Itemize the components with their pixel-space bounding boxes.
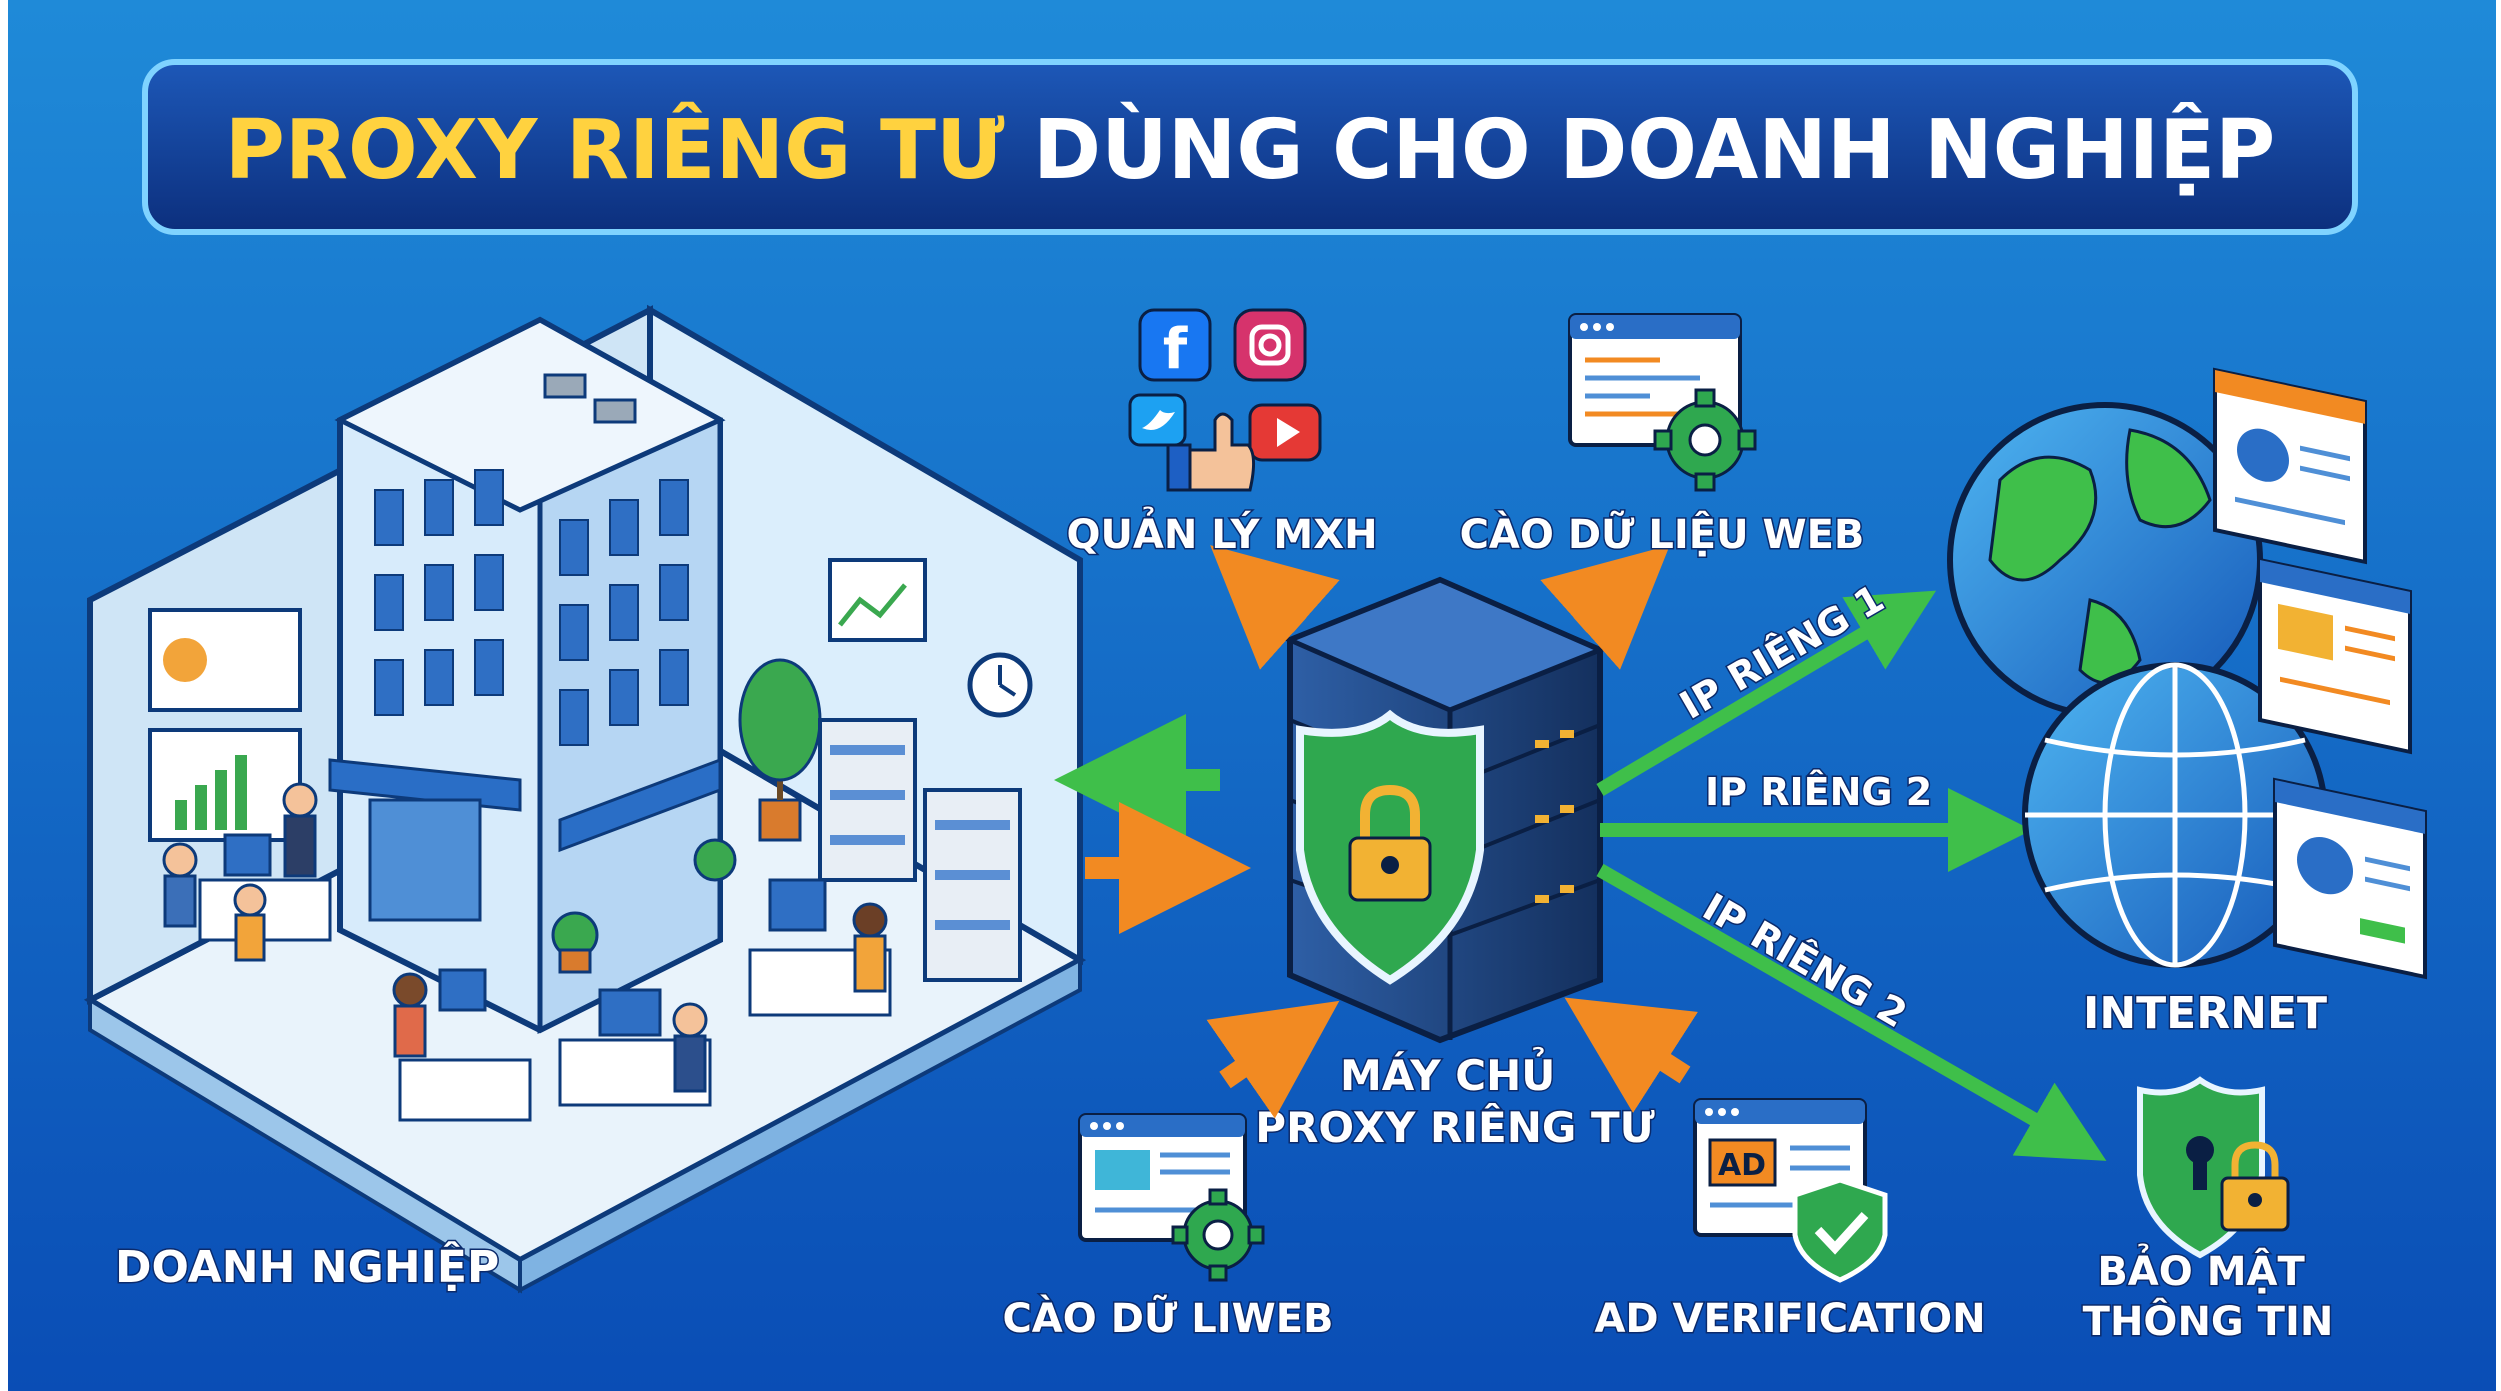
ad-badge-label: AD — [1718, 1148, 1766, 1183]
security-shield-icon — [2137, 1076, 2290, 1259]
label-business: DOANH NGHIỆP — [115, 1240, 499, 1293]
label-ad-verification: AD VERIFICATION — [1594, 1296, 1985, 1342]
scrape-top-browser — [1568, 313, 1757, 492]
instagram-icon — [1233, 308, 1307, 382]
gear-icon — [1653, 388, 1757, 492]
ad-badge — [1708, 1138, 1777, 1187]
label-ip-2: IP RIÊNG 2 — [1705, 770, 1932, 814]
title-banner: PROXY RIÊNG TƯ DÙNG CHO DOANH NGHIỆP — [142, 59, 2358, 235]
globe-icon — [2022, 662, 2328, 968]
browser-window-icon — [2213, 367, 2367, 565]
label-social: QUẢN LÝ MXH — [1066, 505, 1377, 558]
check-badge-icon — [1792, 1177, 1888, 1283]
label-internet: INTERNET — [2083, 988, 2327, 1039]
shield-lock-icon — [1296, 709, 1484, 985]
arrow-ip-1 — [1596, 590, 1937, 797]
thumbs-up-icon — [1166, 412, 1255, 492]
facebook-icon — [1138, 308, 1212, 382]
page-title: PROXY RIÊNG TƯ DÙNG CHO DOANH NGHIỆP — [225, 101, 2276, 198]
title-highlight: PROXY RIÊNG TƯ — [225, 102, 1005, 198]
social-icons-cluster: f — [1128, 308, 1322, 492]
label-scrape-bottom: CÀO DỮ LIWEB — [1002, 1294, 1333, 1342]
arrow-from-ad — [1564, 997, 1698, 1113]
gear-icon — [1171, 1188, 1265, 1282]
label-security: BẢO MẬT THÔNG TIN — [2083, 1242, 2334, 1345]
internet-globes — [1947, 367, 2427, 980]
arrow-from-scrape-bottom — [1206, 1000, 1340, 1119]
label-scrape-top: CÀO DỮ LIỆU WEB — [1460, 510, 1865, 558]
globe-icon — [1947, 402, 2263, 718]
browser-window-icon — [2258, 557, 2412, 755]
ad-verification-browser: AD — [1693, 1098, 1888, 1283]
browser-window-icon — [2273, 777, 2427, 980]
arrow-ip-2b — [1596, 863, 2107, 1161]
svg-text:f: f — [1163, 317, 1188, 382]
business-office-illustration — [83, 304, 1087, 1294]
arrow-to-social — [1210, 545, 1340, 670]
title-rest: DÙNG CHO DOANH NGHIỆP — [1033, 101, 2275, 198]
label-proxy-server: MÁY CHỦ PROXY RIÊNG TƯ — [1255, 1046, 1654, 1152]
arrow-to-scrape-top — [1540, 545, 1670, 670]
scrape-bottom-browser — [1078, 1113, 1265, 1282]
